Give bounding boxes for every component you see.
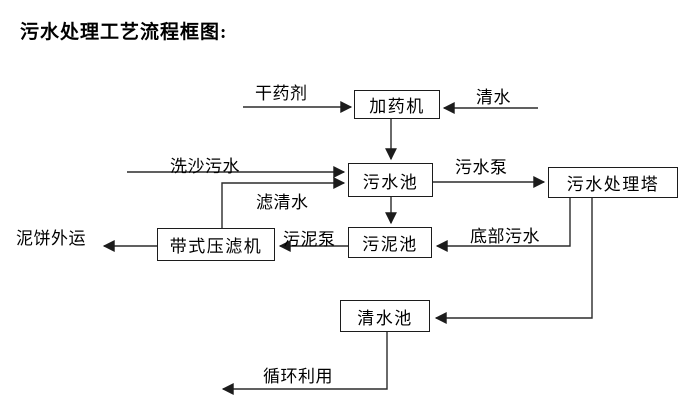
page-title: 污水处理工艺流程框图: <box>20 22 228 43</box>
edge-label-clean-water-in: 清水 <box>476 88 511 107</box>
edge-label-dry-chemical: 干药剂 <box>255 84 308 103</box>
node-dosing-machine: 加药机 <box>354 90 440 119</box>
edge-label-sewage-pump: 污水泵 <box>455 158 508 177</box>
edge-recycling <box>221 332 388 395</box>
node-sewage-pool: 污水池 <box>348 163 433 197</box>
edge-label-filtered-water: 滤清水 <box>256 193 309 212</box>
edge-label-recycling: 循环利用 <box>263 367 333 386</box>
edge-filtered-water <box>221 177 346 228</box>
node-treatment-tower: 污水处理塔 <box>548 167 678 198</box>
edge-label-sludge-pump: 污泥泵 <box>283 230 336 249</box>
node-sludge-pool: 污泥池 <box>348 227 432 258</box>
node-belt-filter-press: 带式压滤机 <box>157 228 275 261</box>
edge-bottom-sewage <box>435 198 571 252</box>
edge-label-mud-cake-out: 泥饼外运 <box>16 229 86 248</box>
edge-tower-to-clean-water-pool <box>434 198 593 324</box>
node-clean-water-pool: 清水池 <box>340 300 430 332</box>
edge-label-sand-washing-sewage: 洗沙污水 <box>170 157 240 176</box>
edge-label-bottom-sewage: 底部污水 <box>470 227 540 246</box>
